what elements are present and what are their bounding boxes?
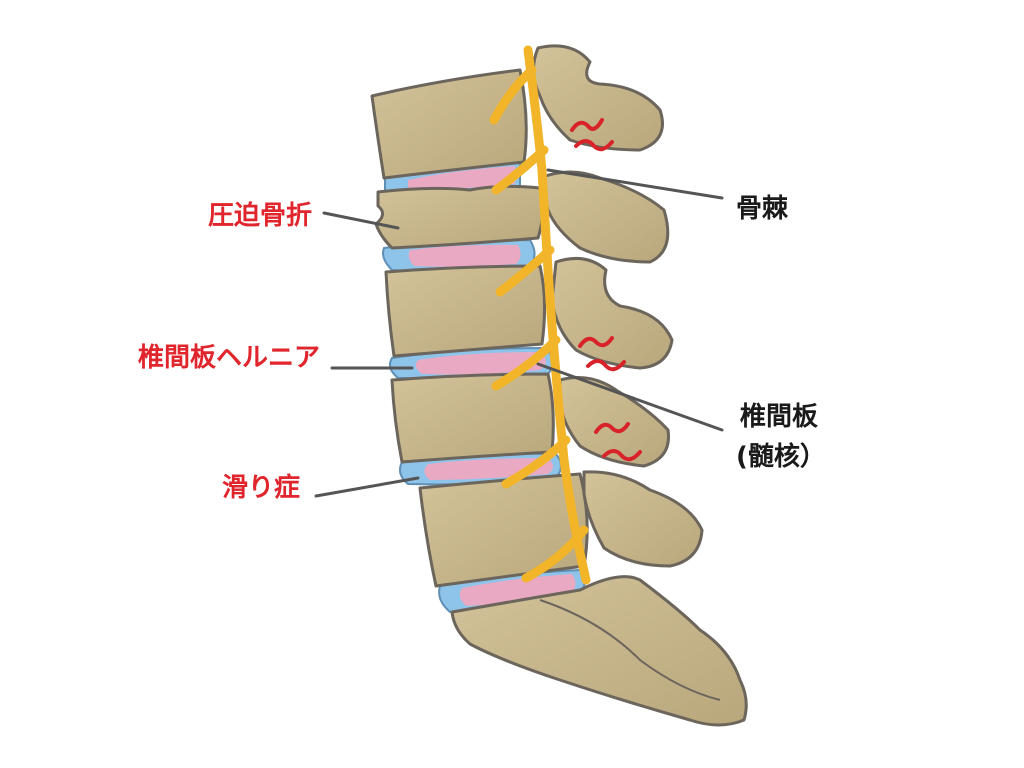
nerve-root-2 (491, 145, 549, 195)
pain-squiggle-icon (586, 359, 626, 372)
vertebra-l5-slipped (418, 472, 589, 588)
pain-squiggle-icon (574, 139, 614, 152)
spinal-cord-canal (523, 45, 591, 585)
label-spondylolisthesis: 滑り症 (221, 473, 300, 503)
spinous-process-l5 (582, 470, 704, 568)
nerve-root-3 (495, 245, 555, 297)
label-nucleus-pulposus: (髄核） (736, 442, 826, 472)
nerve-root-6 (521, 525, 589, 583)
pain-marks (570, 118, 642, 462)
pain-squiggle-icon (578, 336, 614, 348)
vertebra-l1 (370, 68, 528, 180)
pain-squiggle-icon (594, 422, 630, 434)
leader-spondylolisthesis (314, 476, 420, 498)
pain-squiggle-icon (570, 118, 604, 132)
spinous-process-l4 (558, 376, 670, 468)
leader-osteophyte (546, 168, 724, 200)
vertebra-l4 (390, 372, 555, 464)
vertebra-l2-compression-fracture (374, 184, 545, 250)
nerve-root-4 (491, 335, 561, 391)
leader-intervertebral-disc (536, 362, 724, 432)
pain-squiggle-icon (602, 449, 642, 462)
spinous-process-l1 (532, 44, 664, 152)
leader-compression-fracture (322, 211, 400, 230)
label-osteophyte: 骨棘 (736, 194, 789, 224)
leader-lines (314, 168, 724, 498)
sacrum-ridge (539, 599, 721, 701)
nerve-root-5 (501, 435, 571, 489)
label-compression-fracture: 圧迫骨折 (207, 201, 312, 231)
label-intervertebral-disc: 椎間板 (740, 402, 819, 432)
sacrum (450, 575, 748, 727)
spinous-process-l3 (550, 256, 674, 370)
nerve-roots (489, 45, 591, 585)
nerve-root-1 (489, 65, 537, 125)
label-disc-herniation: 椎間板ヘルニア (137, 343, 320, 373)
